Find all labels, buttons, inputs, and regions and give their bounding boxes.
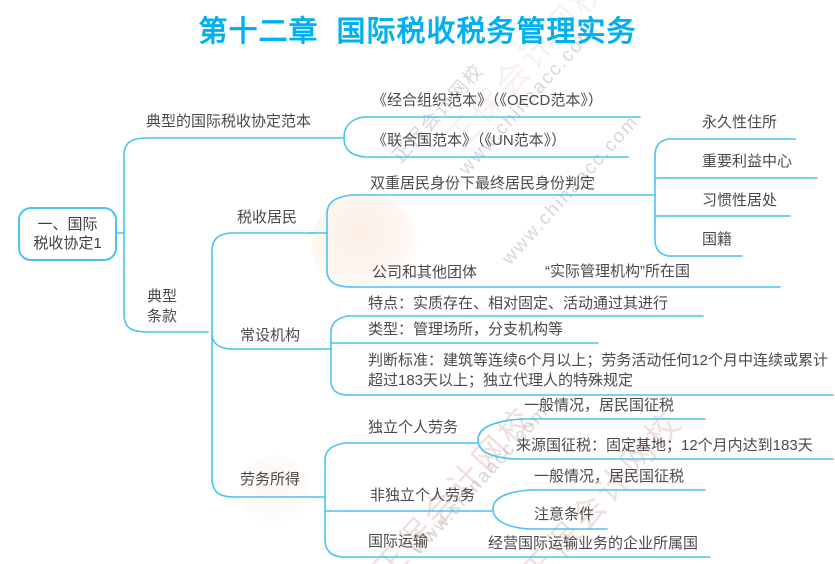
node-company-rule: “实际管理机构”所在国 [545, 263, 690, 280]
root-node: 一、国际 税收协定1 [18, 207, 117, 261]
brand-logo-watermark [240, 455, 310, 525]
node-un-model: 《联合国范本》（《UN范本》） [372, 132, 567, 149]
root-node-label-line1: 一、国际 [37, 216, 98, 233]
root-node-label-line2: 税收协定1 [33, 235, 102, 252]
node-permanent-home: 永久性住所 [702, 114, 778, 131]
wire-pe-trunk [330, 315, 349, 396]
node-dep-conditions: 注意条件 [534, 506, 595, 523]
node-pe-features: 特点：实质存在、相对固定、活动通过其进行 [368, 295, 669, 312]
wire-dual-bracket [654, 138, 669, 257]
node-indep-general: 一般情况，居民国征税 [524, 397, 675, 414]
wire-labor-trunk [324, 442, 346, 558]
node-nationality: 国籍 [702, 231, 733, 248]
node-pe-types: 类型：管理场所，分支机构等 [368, 321, 564, 338]
node-typical-clauses-line2: 条款 [147, 308, 178, 325]
node-dual-residency: 双重居民身份下最终居民身份判定 [370, 175, 596, 192]
node-vital-interests: 重要利益中心 [702, 153, 793, 170]
wire-independent-bracket [477, 418, 523, 460]
wire-pe-stub [211, 334, 319, 350]
node-company-groups: 公司和其他团体 [372, 264, 478, 281]
node-pe-criteria: 判断标准：建筑等连续6个月以上；劳务活动任何12个月中连续或累计超过183天以上… [368, 352, 829, 389]
wire-clauses-trunk [211, 232, 319, 498]
wire-resident-trunk [326, 194, 353, 288]
node-oecd-model: 《经合组织范本》（《OECD范本》） [372, 92, 603, 109]
node-treaty-models: 典型的国际税收协定范本 [146, 113, 312, 130]
node-tax-resident: 税收居民 [237, 209, 298, 226]
node-transport-rule: 经营国际运输业务的企业所属国 [488, 535, 699, 552]
node-intl-transport: 国际运输 [368, 533, 429, 550]
node-habitual-abode: 习惯性居处 [702, 192, 778, 209]
node-dependent-services: 非独立个人劳务 [370, 487, 476, 504]
node-dep-general: 一般情况，居民国征税 [534, 468, 685, 485]
node-typical-clauses-line1: 典型 [147, 288, 178, 305]
page-title: 第十二章 国际税收税务管理实务 [198, 16, 637, 48]
wire-main-trunk [123, 137, 345, 333]
node-labor-income: 劳务所得 [240, 471, 301, 488]
wire-models-bracket [343, 116, 365, 158]
node-independent-services: 独立个人劳务 [368, 419, 459, 436]
wire-dependent-bracket [492, 489, 531, 530]
node-permanent-establishment: 常设机构 [240, 327, 301, 344]
node-indep-source: 来源国征税：固定基地；12个月内达到183天 [516, 437, 813, 454]
